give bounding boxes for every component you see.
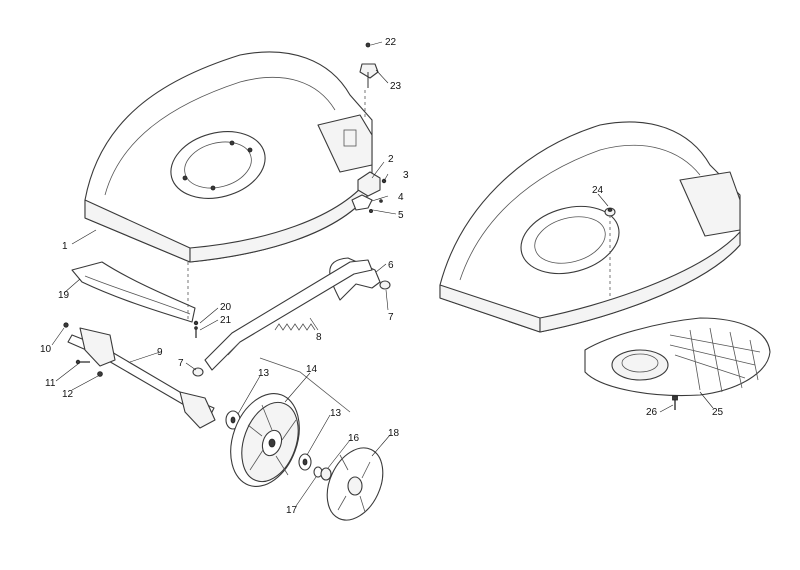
callout-21: 21 [220, 315, 232, 326]
bearing-part-13-right [298, 453, 312, 471]
screw-part-26 [672, 395, 678, 410]
screws-part-20-21 [193, 320, 199, 338]
screws-part-11-12 [75, 359, 103, 377]
callout-23: 23 [390, 81, 402, 92]
nut-part-16 [320, 467, 332, 481]
mower-deck-side-view [439, 121, 741, 333]
callout-14: 14 [306, 364, 318, 375]
callout-4: 4 [398, 192, 404, 203]
callout-2: 2 [388, 154, 394, 165]
callout-9: 9 [157, 347, 163, 358]
callout-10: 10 [40, 344, 52, 355]
hubcap-part-18 [326, 447, 384, 521]
callout-1: 1 [62, 241, 68, 252]
callout-5: 5 [398, 210, 404, 221]
axle-rod-part-9 [63, 322, 216, 429]
callout-11: 11 [45, 378, 56, 389]
callout-25: 25 [712, 407, 724, 418]
leader-lines [51, 41, 714, 507]
front-flap-part-19 [71, 261, 196, 323]
callout-13-right: 13 [330, 408, 342, 419]
wheel-part-14 [230, 393, 300, 487]
callout-22: 22 [385, 37, 397, 48]
callout-17: 17 [286, 505, 298, 516]
callout-12: 12 [62, 389, 74, 400]
callout-26: 26 [646, 407, 658, 418]
mower-deck-top-view [84, 51, 373, 263]
clip-assembly-parts-2-5 [351, 171, 387, 213]
callout-7-right: 7 [388, 312, 394, 323]
callout-16: 16 [348, 433, 360, 444]
callout-13-left: 13 [258, 368, 270, 379]
deck-nut-part-24 [604, 207, 616, 217]
hinge-part-22-23 [359, 42, 379, 88]
callout-24: 24 [592, 185, 604, 196]
callout-labels: 1 2 3 4 5 6 7 8 9 10 11 12 7 13 14 13 16… [40, 37, 724, 516]
mulching-baffle-part-25 [584, 317, 771, 397]
callout-19: 19 [58, 290, 70, 301]
callout-8: 8 [316, 332, 322, 343]
callout-6: 6 [388, 260, 394, 271]
callout-3: 3 [403, 170, 409, 181]
height-lever-part-8 [204, 259, 373, 371]
callout-20: 20 [220, 302, 232, 313]
callout-7-left: 7 [178, 358, 184, 369]
callout-18: 18 [388, 428, 400, 439]
